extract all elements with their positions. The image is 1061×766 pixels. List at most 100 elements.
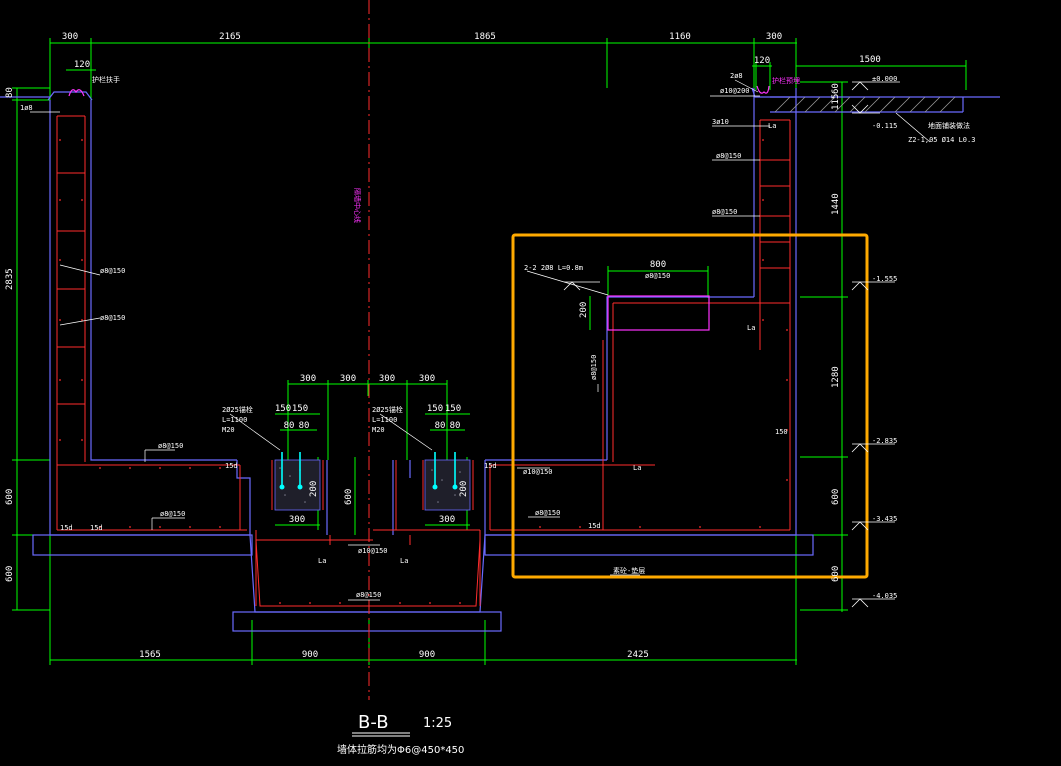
dim-pit-13: 300 bbox=[439, 515, 455, 525]
label-soil: 地面铺装做法 bbox=[928, 121, 970, 130]
ground-hatch bbox=[774, 96, 956, 113]
dim-left-2: 600 bbox=[5, 489, 15, 505]
dim-left-3: 600 bbox=[5, 566, 15, 582]
dim-right-3: 1280 bbox=[831, 366, 841, 388]
dim-pit-6: 150 bbox=[427, 404, 443, 414]
dim-box-1: 200 bbox=[579, 302, 589, 318]
elev-0: ±0.000 bbox=[872, 75, 897, 83]
dim-left-0: 80 bbox=[5, 87, 15, 98]
dim-right-4: 600 bbox=[831, 489, 841, 505]
label-pit-anchor-2c: M20 bbox=[372, 426, 385, 434]
label-pit-bottom: ø8@150 bbox=[356, 591, 381, 599]
dim-top-4: 300 bbox=[766, 32, 782, 42]
highlight-box[interactable] bbox=[511, 233, 869, 579]
label-right-top-1: 2ø8 bbox=[730, 72, 743, 80]
label-right-gutter: Z2-1,05 Ø14 L0.3 bbox=[908, 136, 975, 144]
top-dimension-texts: 300 2165 1865 1160 300 120 120 1500 bbox=[62, 32, 881, 70]
dim-right-5: 600 bbox=[831, 566, 841, 582]
dim-top-3: 1160 bbox=[669, 32, 691, 42]
dim-bottom-3: 2425 bbox=[627, 650, 649, 660]
label-lap-15d-a: 15d bbox=[225, 462, 238, 470]
dim-pit-14: 200 bbox=[309, 481, 319, 497]
dim-right-0: 60 bbox=[831, 83, 841, 94]
right-box-dimension-texts: 800 200 bbox=[579, 260, 666, 318]
pit-dimension-texts: 300 300 300 300 150 150 150 150 80 80 80… bbox=[275, 374, 469, 525]
dim-pit-7: 150 bbox=[445, 404, 461, 414]
label-top-left: 1ø8 bbox=[20, 104, 33, 112]
dim-bottom-1: 900 bbox=[302, 650, 318, 660]
drawing-note: 墙体拉筋均为Φ6@450*450 bbox=[337, 743, 464, 756]
dim-left-1: 2835 bbox=[5, 268, 15, 290]
right-dimension-texts: 60 115 1440 1280 600 600 bbox=[831, 83, 841, 582]
bottom-dimension-texts: 1565 900 900 2425 bbox=[139, 650, 649, 660]
label-right-wall-3: ø8@150 bbox=[716, 152, 741, 160]
label-lap-15d-c: 15d bbox=[60, 524, 73, 532]
dim-bottom-2: 900 bbox=[419, 650, 435, 660]
label-right-box-2: ø8@150 bbox=[645, 272, 670, 280]
dim-top-0: 300 bbox=[62, 32, 78, 42]
label-pit-bar: ø10@150 bbox=[358, 547, 388, 555]
dim-top-7: 1500 bbox=[859, 55, 881, 65]
label-base-left: ø8@150 bbox=[158, 442, 183, 450]
dim-top-6: 120 bbox=[754, 56, 770, 66]
dim-bottom-0: 1565 bbox=[139, 650, 161, 660]
label-right-base-1: ø10@150 bbox=[523, 468, 553, 476]
label-right-box-1: 2-2 2Ø8 L=0.8m bbox=[524, 264, 583, 272]
label-pit-anchor-2a: 2Ø25锚栓 bbox=[372, 405, 403, 414]
label-pit-anchor-1b: L=1100 bbox=[222, 416, 247, 424]
beam-rebar bbox=[68, 85, 770, 331]
left-dimension-texts: 80 2835 600 600 bbox=[5, 87, 15, 582]
dimension-lines bbox=[12, 38, 967, 665]
label-right-base-2: ø8@150 bbox=[535, 509, 560, 517]
label-base-bottom: ø8@150 bbox=[160, 510, 185, 518]
label-lap-15d-e: 15d bbox=[588, 522, 601, 530]
dim-pit-2: 300 bbox=[379, 374, 395, 384]
elev-1: -0.115 bbox=[872, 122, 897, 130]
label-right-wall-2: 3ø10 bbox=[712, 118, 729, 126]
label-right-inner: ø8@150 bbox=[590, 355, 598, 380]
elev-3: -2.835 bbox=[872, 437, 897, 445]
dim-top-2: 1865 bbox=[474, 32, 496, 42]
dim-pit-3: 300 bbox=[419, 374, 435, 384]
label-la-e: La bbox=[768, 122, 776, 130]
dim-box-0: 800 bbox=[650, 260, 666, 270]
label-right-wall-4: ø8@150 bbox=[712, 208, 737, 216]
label-pit-anchor-1a: 2Ø25锚栓 bbox=[222, 405, 253, 414]
drawing-title: B-B bbox=[358, 712, 389, 733]
dim-pit-12: 300 bbox=[289, 515, 305, 525]
elevation-markers bbox=[563, 81, 900, 608]
label-dim-150: 150 bbox=[775, 428, 788, 436]
centerline-label: 隔墙中心线 bbox=[353, 188, 362, 223]
rebar-dots bbox=[59, 139, 788, 604]
anchor-pits bbox=[274, 452, 471, 511]
elev-2: -1.555 bbox=[872, 275, 897, 283]
label-left-bar-b: ø8@150 bbox=[100, 314, 125, 322]
label-pit-anchor-2b: L=1100 bbox=[372, 416, 397, 424]
rebar-labels: 1ø8 ø8@150 ø8@150 ø8@150 ø8@150 ø10@150 … bbox=[20, 72, 975, 599]
label-right-top-2: 护栏预埋 bbox=[772, 76, 800, 85]
label-pit-anchor-1c: M20 bbox=[222, 426, 235, 434]
dim-pit-4: 150 bbox=[275, 404, 291, 414]
dim-pit-15: 200 bbox=[459, 481, 469, 497]
dim-right-2: 1440 bbox=[831, 193, 841, 215]
concrete-outline bbox=[0, 87, 1000, 632]
title-block: B-B 1:25 墙体拉筋均为Φ6@450*450 bbox=[337, 712, 464, 756]
dim-pit-11: 80 bbox=[450, 421, 461, 431]
label-la-c: La bbox=[318, 557, 326, 565]
dim-pit-16: 600 bbox=[344, 489, 354, 505]
elev-4: -3.435 bbox=[872, 515, 897, 523]
label-la-a: La bbox=[633, 464, 641, 472]
label-rail-left: 护栏扶手 bbox=[92, 75, 120, 84]
label-left-bar-a: ø8@150 bbox=[100, 267, 125, 275]
dim-right-1: 115 bbox=[831, 94, 841, 110]
label-right-wall-1: ø10@200 bbox=[720, 87, 750, 95]
dim-pit-0: 300 bbox=[300, 374, 316, 384]
elevation-texts: ±0.000 -0.115 -1.555 -2.835 -3.435 -4.03… bbox=[872, 75, 897, 600]
dim-pit-8: 80 bbox=[284, 421, 295, 431]
drawing-scale: 1:25 bbox=[423, 716, 452, 731]
leader-lines bbox=[30, 79, 931, 601]
label-lap-15d-b: 15d bbox=[484, 462, 497, 470]
elev-5: -4.035 bbox=[872, 592, 897, 600]
dim-pit-9: 80 bbox=[299, 421, 310, 431]
